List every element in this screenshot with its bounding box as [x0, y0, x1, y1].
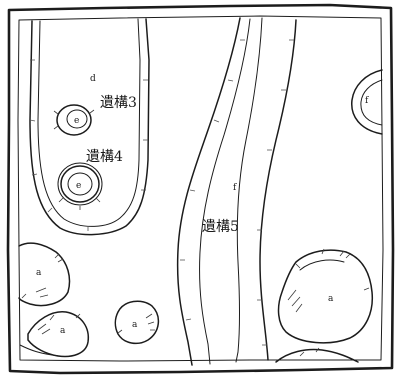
layer-a-small-round [114, 300, 160, 345]
pit-e-lower [57, 162, 103, 210]
layer-d-boundary [29, 18, 150, 236]
excavation-boundary-outer [6, 3, 395, 375]
layer-a-right-bottom [275, 348, 359, 363]
channel-f-left-edge [176, 17, 241, 366]
layer-a-label-right: a [328, 294, 334, 304]
bottom-contour-line [19, 344, 61, 357]
layer-a-label-small: a [132, 320, 138, 330]
feature-3-label: 遺構3 [100, 95, 137, 111]
layer-d-label: d [90, 74, 96, 84]
layer-f-right-boundary [351, 69, 383, 135]
feature-5-label: 遺構5 [202, 219, 239, 235]
channel-f-right-edge [259, 19, 297, 361]
layer-d-ticks [29, 59, 148, 231]
layer-e-label-lower: e [76, 181, 81, 191]
layer-f-label-channel: f [233, 183, 237, 193]
channel-f-inner-right [235, 17, 263, 363]
layer-a-lobe-left [18, 242, 71, 307]
layer-f-right-inner [360, 79, 383, 126]
channel-f-inner-left [199, 18, 251, 365]
layer-a-label-bottom-left: a [60, 326, 66, 336]
channel-f-ticks [180, 39, 294, 346]
layer-a-bottom-left [27, 311, 90, 358]
layer-f-label-right: f [365, 96, 369, 106]
layer-a-right-inner [299, 259, 345, 271]
layer-a-label-left: a [36, 268, 42, 278]
layer-e-label-upper: e [74, 116, 79, 126]
pit-e-upper [53, 104, 95, 136]
layer-a-right-large [277, 249, 374, 344]
feature-4-label: 遺構4 [86, 149, 123, 165]
excavation-boundary-inner [17, 15, 384, 362]
layer-d-inner-line [37, 18, 141, 227]
